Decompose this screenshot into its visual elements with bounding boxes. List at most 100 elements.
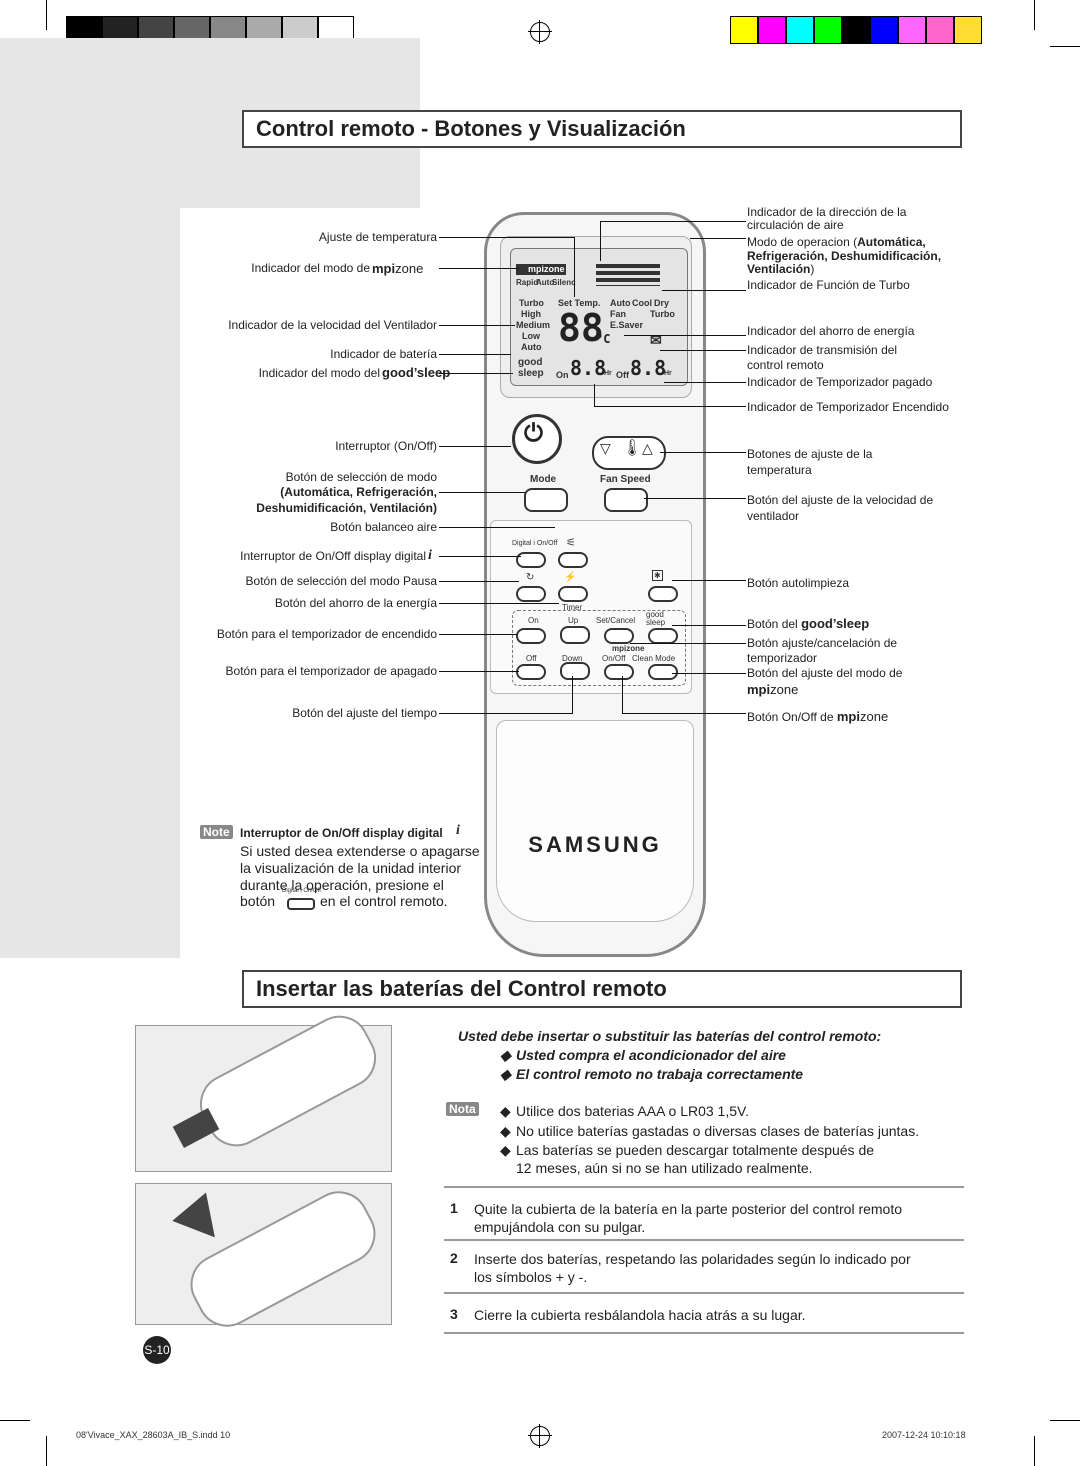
callout-label-right: control remoto (747, 358, 824, 372)
remote-lower-face (496, 720, 694, 922)
callout-mode-2: Refrigeración, Deshumidificación, (747, 249, 942, 263)
mode-button[interactable] (524, 488, 568, 512)
air-direction-indicator (596, 264, 660, 286)
callout-line (660, 452, 746, 453)
callout-line (439, 492, 525, 493)
callout-label-left: Indicador de la velocidad del Ventilador (228, 318, 437, 332)
fan-speed-button[interactable] (604, 488, 648, 512)
autoclean-button[interactable] (648, 586, 678, 602)
goodsleep-logo-left: good’sleep (382, 365, 451, 380)
lcd-fan-low: Low (522, 331, 540, 341)
step-number: 2 (450, 1250, 458, 1266)
digital-onoff-label: Digital i On/Off (512, 540, 558, 547)
step-text: empujándola con su pulgar. (474, 1219, 646, 1235)
lcd-fan-auto: Auto (521, 342, 542, 352)
step-text: Inserte dos baterías, respetando las pol… (474, 1251, 911, 1267)
lcd-temp-digits: 88 (558, 306, 604, 350)
callout-mpi-onoff: Botón On/Off de mpizone (747, 709, 889, 725)
bullet: ◆ (500, 1123, 511, 1139)
callout-label-left: Interruptor de On/Off display digital (240, 549, 426, 563)
digital-onoff-button[interactable] (516, 552, 546, 568)
timer-group (512, 610, 686, 686)
timer-off-button[interactable] (516, 664, 546, 680)
divider (444, 1239, 964, 1241)
battery-insert-illustration (135, 1180, 392, 1338)
set-cancel-button[interactable] (604, 628, 634, 644)
swing-icon: ⚟ (566, 537, 576, 549)
callout-label-left: (Automática, Refrigeración, (280, 485, 437, 499)
lcd-mode-auto: Auto (610, 298, 631, 308)
footer-file: 08'Vivace_XAX_28603A_IB_S.indd 10 (76, 1430, 231, 1440)
step-text: Cierre la cubierta resbálandola hacia at… (474, 1307, 806, 1323)
callout-label-left: Deshumidificación, Ventilación) (256, 501, 437, 515)
lcd-esaver: E.Saver (610, 320, 644, 330)
crop-mark (46, 1436, 47, 1466)
callout-line (600, 221, 746, 222)
color-swatch (898, 16, 926, 44)
callout-label-right: Indicador de la dirección de la (747, 205, 907, 219)
note-line: la visualización de la unidad interior (240, 860, 462, 876)
transmission-icon: ✉ (650, 332, 662, 348)
callout-line (439, 237, 574, 238)
lcd-timer-off: Off (616, 370, 629, 380)
temp-up-icon[interactable]: △ (642, 440, 653, 456)
note-digital-icon-label: Digital i On/Off (282, 888, 321, 894)
clean-mode-label: Clean Mode (632, 654, 676, 663)
callout-label-right: Indicador de Temporizador pagado (747, 375, 933, 389)
mpi-onoff-label: On/Off (602, 654, 626, 663)
callout-line (439, 268, 519, 269)
callout-line (630, 643, 746, 644)
timer-label: Timer (562, 603, 583, 612)
callout-line (439, 634, 517, 635)
note-line: durante la operación, presione el (240, 877, 444, 893)
timer-up-button[interactable] (560, 626, 590, 644)
mpizone-logo-right: mpizone (747, 682, 799, 697)
mpi-onoff-button[interactable] (604, 664, 634, 680)
callout-mode-3: Ventilación) (747, 262, 815, 276)
callout-line (644, 498, 746, 499)
bullet: ◆ (500, 1066, 511, 1082)
timer-down-button[interactable] (560, 662, 590, 680)
note-line: Si usted desea extenderse o apagarse (240, 843, 480, 859)
callout-line (439, 527, 555, 528)
fan-speed-label: Fan Speed (600, 474, 651, 485)
good-sleep-button[interactable] (648, 628, 678, 644)
callout-line (439, 446, 511, 447)
callout-line (439, 713, 573, 714)
temp-down-icon[interactable]: ▽ (600, 440, 611, 456)
registration-mark (528, 20, 552, 44)
lcd-hr: Hr (604, 370, 612, 377)
callout-goodsleep: Botón del good’sleep (747, 616, 870, 632)
swing-button[interactable] (558, 552, 588, 568)
energy-saving-button[interactable] (558, 586, 588, 602)
note-digital-button-icon (287, 898, 315, 910)
lcd-mpizone: mpizone (528, 264, 565, 274)
crop-mark (46, 0, 47, 30)
crop-mark (1050, 46, 1080, 47)
note-tag: Note (200, 825, 233, 839)
step-text: los símbolos + y -. (474, 1269, 588, 1285)
temp-adjust-buttons[interactable] (592, 436, 666, 470)
power-icon: ⏻ (524, 420, 543, 447)
callout-line (672, 625, 746, 626)
pause-mode-button[interactable] (516, 586, 546, 602)
timer-on-button[interactable] (516, 628, 546, 644)
mpi-mode-button[interactable] (648, 664, 678, 680)
callout-label-left: Interruptor (On/Off) (335, 439, 437, 453)
callout-line (660, 350, 746, 351)
callout-label-left: Botón de selección de modo (285, 470, 437, 484)
lcd-mode-turbo: Turbo (650, 309, 675, 319)
callout-label-right: Indicador de transmisión del (747, 343, 898, 357)
callout-line (672, 673, 746, 674)
callout-label-right: Botón del ajuste de la velocidad de (747, 493, 934, 507)
power-button[interactable] (512, 414, 562, 464)
battery-note-1: Utilice dos baterias AAA o LR03 1,5V. (516, 1103, 749, 1119)
mpizone-indicator (516, 264, 566, 275)
lcd-timer-off-digits: 8.8 (630, 356, 667, 380)
crop-mark (1034, 0, 1035, 30)
lcd-degree: °C (596, 332, 611, 346)
divider (444, 1332, 964, 1334)
step-number: 3 (450, 1306, 458, 1322)
mode-label: Mode (530, 474, 557, 485)
background-band (0, 38, 180, 958)
